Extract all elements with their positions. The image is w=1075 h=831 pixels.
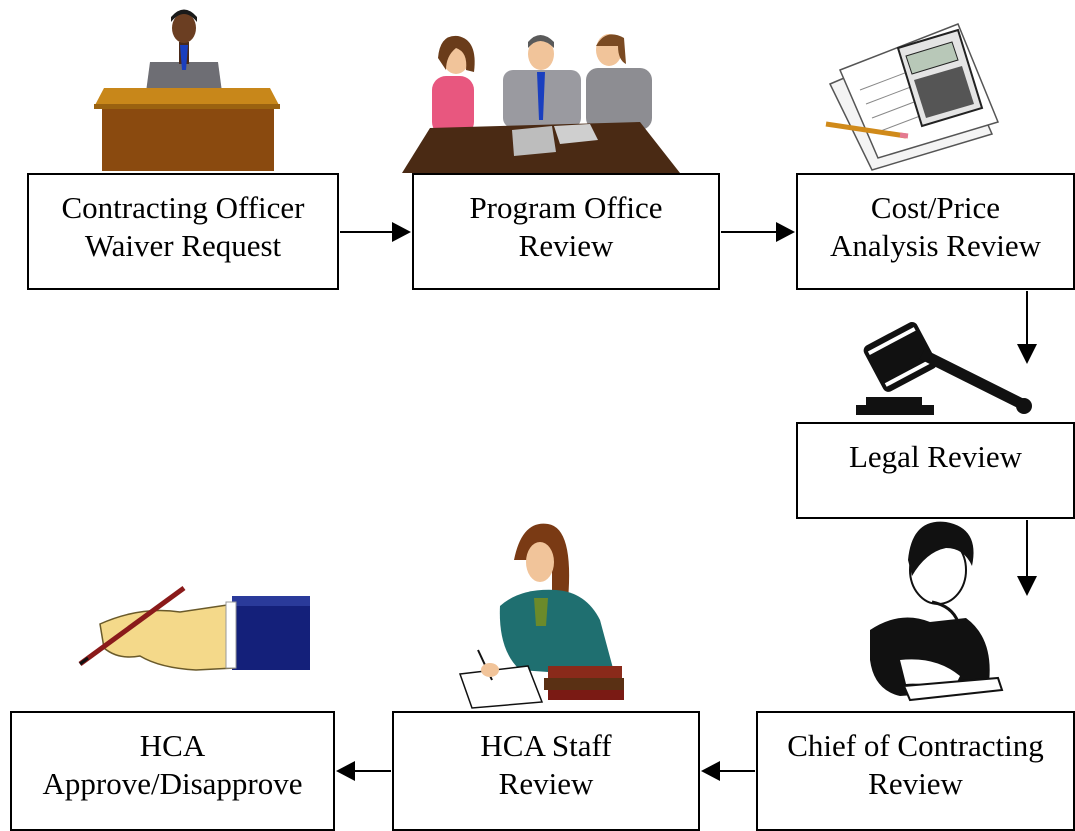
step-label-line1: Legal Review xyxy=(848,439,1022,474)
arrow-4-to-5 xyxy=(1017,520,1037,596)
step-hca-approve-disapprove: HCA Approve/Disapprove xyxy=(10,711,335,831)
arrow-1-to-2 xyxy=(340,222,411,242)
step-label-line1: Program Office xyxy=(469,190,663,225)
person-at-desk-icon xyxy=(94,9,280,171)
meeting-icon xyxy=(402,34,680,173)
hand-signing-icon xyxy=(78,585,310,671)
calculator-icon xyxy=(825,23,1000,171)
step-label-line2: Waiver Request xyxy=(84,228,282,263)
arrow-6-to-7 xyxy=(336,761,391,781)
arrow-3-to-4 xyxy=(1017,291,1037,364)
step-label-line1: Cost/Price xyxy=(870,190,1001,225)
step-contracting-officer-waiver-request: Contracting Officer Waiver Request xyxy=(27,173,339,290)
step-label-line1: Chief of Contracting xyxy=(787,728,1044,763)
step-program-office-review: Program Office Review xyxy=(412,173,720,290)
gavel-icon xyxy=(856,322,1032,415)
step-legal-review: Legal Review xyxy=(796,422,1075,519)
step-label-line1: HCA xyxy=(139,728,206,763)
flow-arrows xyxy=(336,222,1037,781)
step-label-line2: Analysis Review xyxy=(830,228,1041,263)
step-label-line2: Review xyxy=(518,228,614,263)
step-label-line2: Review xyxy=(868,766,963,801)
step-label-line1: HCA Staff xyxy=(480,728,612,763)
step-cost-price-analysis-review: Cost/Price Analysis Review xyxy=(796,173,1075,290)
chief-thinking-icon xyxy=(870,521,1004,702)
step-label-line2: Approve/Disapprove xyxy=(42,766,303,801)
step-hca-staff-review: HCA Staff Review xyxy=(392,711,700,831)
woman-writing-icon xyxy=(458,523,624,709)
step-label-line2: Review xyxy=(498,766,594,801)
step-label-line1: Contracting Officer xyxy=(61,190,305,225)
step-chief-of-contracting-review: Chief of Contracting Review xyxy=(756,711,1075,831)
arrow-5-to-6 xyxy=(701,761,755,781)
arrow-2-to-3 xyxy=(721,222,795,242)
